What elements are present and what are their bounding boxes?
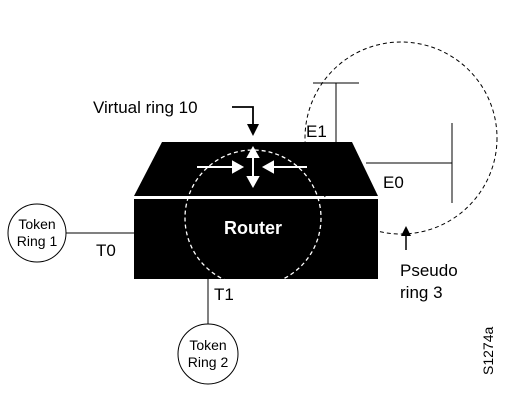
token-ring-1-label-line1: Token bbox=[18, 216, 55, 232]
pseudo-ring-arrow bbox=[401, 226, 411, 250]
pseudo-ring-label-line2: ring 3 bbox=[400, 283, 443, 302]
token-ring-1: Token Ring 1 bbox=[8, 204, 66, 262]
token-ring-1-label-line2: Ring 1 bbox=[17, 233, 58, 249]
token-ring-2-label-line1: Token bbox=[189, 337, 226, 353]
router-label: Router bbox=[224, 218, 282, 238]
pseudo-ring-label-line1: Pseudo bbox=[400, 261, 458, 280]
t0-label: T0 bbox=[96, 241, 116, 260]
e0-ethernet-segment bbox=[366, 123, 452, 203]
token-ring-2-label-line2: Ring 2 bbox=[188, 354, 229, 370]
token-ring-2: Token Ring 2 bbox=[178, 324, 238, 384]
t1-label: T1 bbox=[214, 285, 234, 304]
virtual-ring-pointer-arrow bbox=[232, 107, 259, 136]
virtual-ring-label: Virtual ring 10 bbox=[93, 98, 198, 117]
router bbox=[134, 142, 378, 279]
figure-id-label: S1274a bbox=[480, 327, 496, 375]
e1-label: E1 bbox=[306, 122, 327, 141]
e0-label: E0 bbox=[383, 173, 404, 192]
router-front bbox=[134, 199, 378, 279]
